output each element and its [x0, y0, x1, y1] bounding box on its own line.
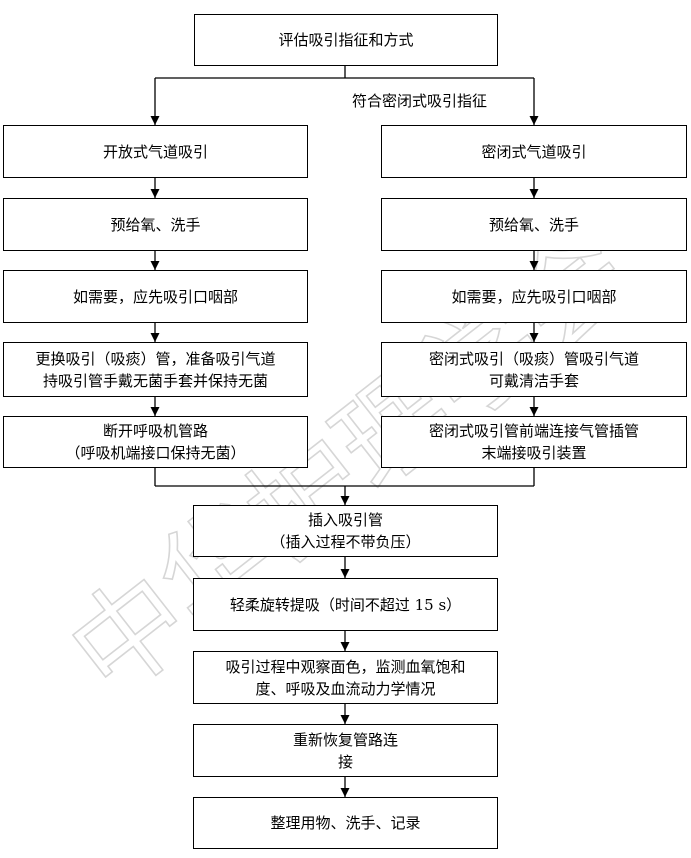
node-open-disconnect: 断开呼吸机管路 （呼吸机端接口保持无菌） [3, 416, 308, 468]
node-open-suction-line: 开放式气道吸引 [102, 142, 208, 161]
node-rotate: 轻柔旋转提吸（时间不超过 15 s） [193, 578, 498, 631]
node-reconnect: 重新恢复管路连 接 [193, 724, 498, 777]
node-observe-line-1: 吸引过程中观察面色，监测血氧饱和 [225, 657, 466, 676]
node-observe-line-2: 度、呼吸及血流动力学情况 [255, 679, 436, 698]
node-insert: 插入吸引管 （插入过程不带负压） [193, 505, 498, 557]
node-observe: 吸引过程中观察面色，监测血氧饱和 度、呼吸及血流动力学情况 [193, 651, 498, 704]
node-closed-preoxygen: 预给氧、洗手 [381, 198, 687, 251]
node-closed-connect: 密闭式吸引管前端连接气管插管 末端接吸引装置 [381, 416, 687, 468]
node-tidy: 整理用物、洗手、记录 [193, 797, 498, 849]
node-open-disconnect-line-1: 断开呼吸机管路 [102, 422, 208, 440]
node-closed-connect-line-1: 密闭式吸引管前端连接气管插管 [428, 422, 639, 440]
node-closed-connect-line-2: 末端接吸引装置 [481, 444, 587, 462]
node-insert-line-1: 插入吸引管 [307, 511, 383, 529]
node-reconnect-line-2: 接 [337, 752, 353, 771]
node-assess-line: 评估吸引指征和方式 [278, 31, 414, 49]
node-open-preoxygen-line: 预给氧、洗手 [110, 215, 201, 234]
node-open-disconnect-line-2: （呼吸机端接口保持无菌） [65, 444, 246, 462]
node-open-preoxygen: 预给氧、洗手 [3, 198, 308, 251]
node-assess: 评估吸引指征和方式 [194, 14, 498, 66]
node-closed-tube: 密闭式吸引（吸痰）管吸引气道 可戴清洁手套 [381, 342, 687, 397]
node-closed-tube-line-2: 可戴清洁手套 [488, 371, 579, 390]
node-open-change-tube-line-1: 更换吸引（吸痰）管，准备吸引气道 [35, 349, 276, 368]
node-insert-line-2: （插入过程不带负压） [270, 533, 421, 551]
closed-indication-label: 符合密闭式吸引指征 [352, 90, 488, 111]
node-tidy-line: 整理用物、洗手、记录 [270, 814, 421, 832]
node-rotate-line: 轻柔旋转提吸（时间不超过 15 s） [229, 595, 462, 614]
node-closed-tube-line-1: 密闭式吸引（吸痰）管吸引气道 [428, 349, 639, 368]
node-open-change-tube-line-2: 持吸引管手戴无菌手套并保持无菌 [42, 371, 268, 390]
node-reconnect-line-1: 重新恢复管路连 [292, 730, 398, 749]
node-open-suction: 开放式气道吸引 [3, 125, 308, 178]
node-closed-oropharynx: 如需要，应先吸引口咽部 [381, 270, 687, 323]
node-closed-suction: 密闭式气道吸引 [381, 125, 687, 178]
node-closed-suction-line: 密闭式气道吸引 [481, 142, 587, 161]
node-open-oropharynx-line: 如需要，应先吸引口咽部 [72, 287, 238, 306]
node-open-oropharynx: 如需要，应先吸引口咽部 [3, 270, 308, 323]
node-open-change-tube: 更换吸引（吸痰）管，准备吸引气道 持吸引管手戴无菌手套并保持无菌 [3, 342, 308, 397]
node-closed-oropharynx-line: 如需要，应先吸引口咽部 [451, 287, 617, 306]
node-closed-preoxygen-line: 预给氧、洗手 [488, 215, 579, 234]
